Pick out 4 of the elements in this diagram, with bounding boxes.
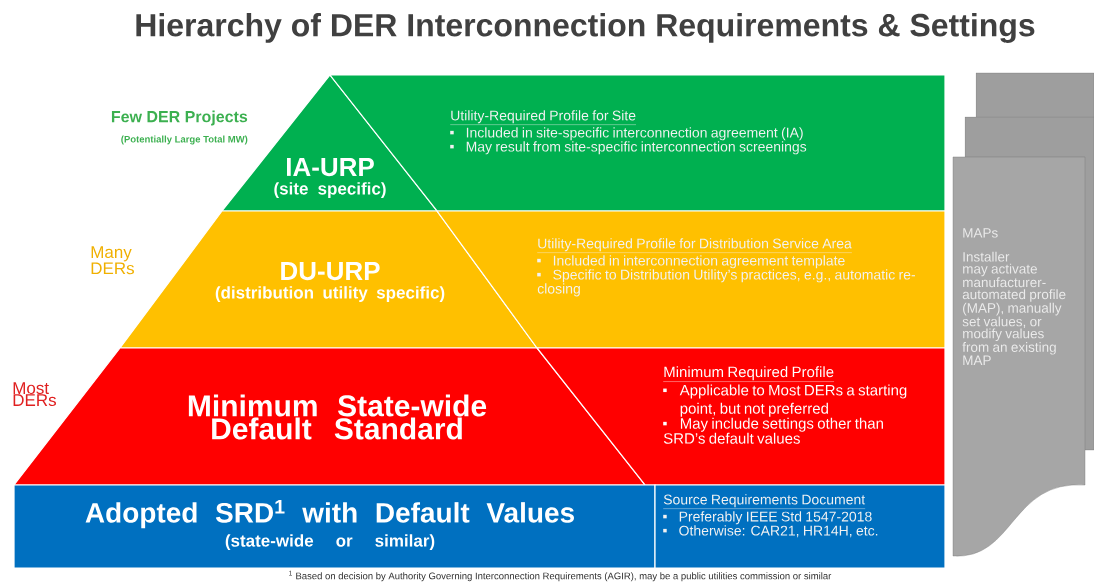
title: Hierarchy of DER Interconnection Requirements & Settings	[136, 13, 1035, 43]
description-panel: Source Requirements Document Preferably IEEE Std 1547-2018 Otherwise: CAR21, HR14H, etc.	[654, 484, 946, 569]
side-label: $^{1}$ Based on decision by Authority Governing Interconnection Requirements (AGIR), may be a public utilities commission or similar	[289, 570, 832, 582]
side-label: Most DERs	[13, 382, 56, 407]
